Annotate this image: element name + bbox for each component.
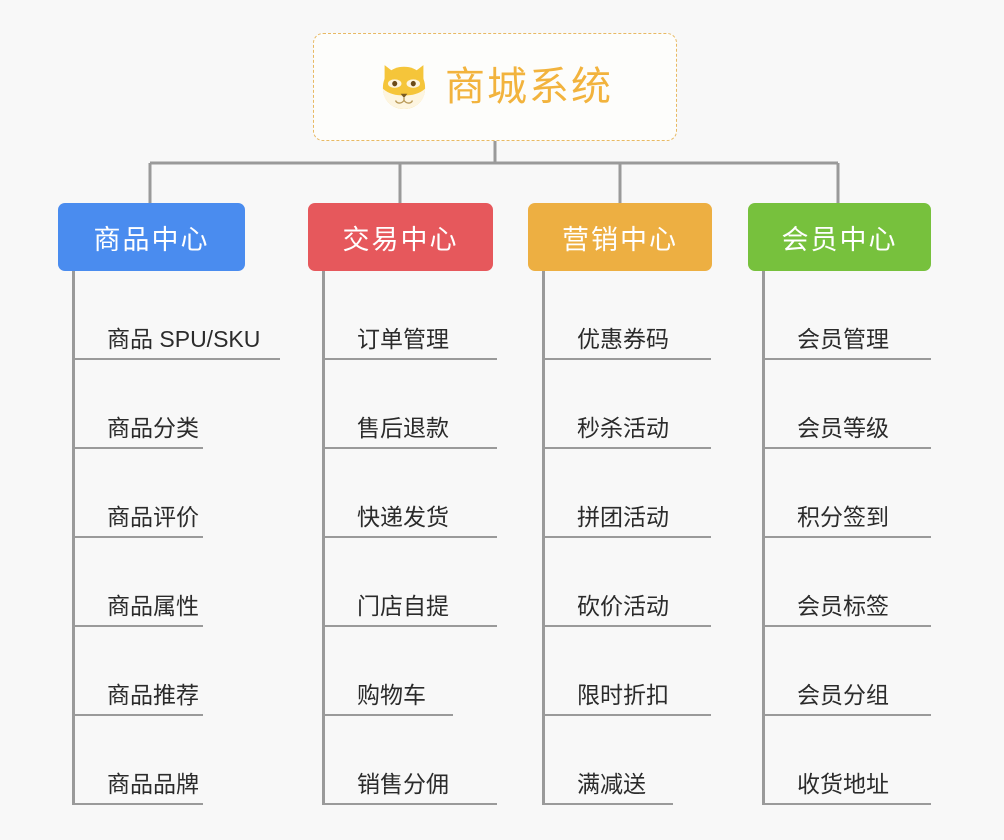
leaf-underline [765, 536, 931, 538]
leaf-underline [545, 803, 673, 805]
leaf-label: 商品评价 [107, 504, 199, 531]
leaf-underline [75, 447, 203, 449]
leaf-underline [545, 447, 711, 449]
leaf-underline [545, 358, 711, 360]
leaf-label: 优惠券码 [577, 326, 669, 353]
leaf-underline [325, 803, 497, 805]
root-node[interactable]: 商城系统 [313, 33, 677, 141]
leaf-label: 商品属性 [107, 593, 199, 620]
leaf-label: 拼团活动 [577, 504, 669, 531]
leaf-label: 限时折扣 [577, 682, 669, 709]
branch-header-label: 会员中心 [781, 224, 898, 255]
leaf-underline [765, 803, 931, 805]
leaf-item[interactable]: 商品评价 [75, 449, 278, 538]
leaf-list-product: 商品 SPU/SKU 商品分类 商品评价 商品属性 商品推荐 商品品牌 [72, 271, 280, 805]
leaf-label: 售后退款 [357, 415, 449, 442]
leaf-label: 快递发货 [357, 504, 449, 531]
leaf-list-trade: 订单管理 售后退款 快递发货 门店自提 购物车 销售分佣 [322, 271, 508, 805]
leaf-item[interactable]: 商品品牌 [75, 716, 278, 805]
leaf-underline [325, 358, 497, 360]
branch-header-member[interactable]: 会员中心 [748, 203, 931, 271]
leaf-underline [325, 714, 453, 716]
leaf-label: 秒杀活动 [577, 415, 669, 442]
leaf-underline [325, 536, 497, 538]
leaf-label: 会员分组 [797, 682, 889, 709]
branch-header-trade[interactable]: 交易中心 [308, 203, 493, 271]
branch-header-label: 交易中心 [342, 224, 459, 255]
leaf-item[interactable]: 秒杀活动 [545, 360, 728, 449]
shiba-dog-icon [382, 65, 426, 109]
leaf-underline [75, 803, 203, 805]
leaf-label: 砍价活动 [577, 593, 669, 620]
leaf-item[interactable]: 商品分类 [75, 360, 278, 449]
leaf-label: 门店自提 [357, 593, 449, 620]
leaf-underline [765, 714, 931, 716]
leaf-label: 销售分佣 [357, 771, 449, 798]
leaf-item[interactable]: 限时折扣 [545, 627, 728, 716]
leaf-item[interactable]: 购物车 [325, 627, 508, 716]
leaf-underline [75, 714, 203, 716]
branch-column-member: 会员中心 会员管理 会员等级 积分签到 会员标签 会员分组 [748, 203, 948, 805]
leaf-list-member: 会员管理 会员等级 积分签到 会员标签 会员分组 收货地址 [762, 271, 948, 805]
branch-column-marketing: 营销中心 优惠券码 秒杀活动 拼团活动 砍价活动 限时折扣 [528, 203, 728, 805]
leaf-underline [75, 536, 203, 538]
leaf-underline [325, 447, 497, 449]
leaf-label: 订单管理 [357, 326, 449, 353]
leaf-underline [765, 625, 931, 627]
leaf-label: 积分签到 [797, 504, 889, 531]
leaf-label: 商品推荐 [107, 682, 199, 709]
branch-header-marketing[interactable]: 营销中心 [528, 203, 712, 271]
leaf-item[interactable]: 商品 SPU/SKU [75, 271, 280, 360]
leaf-item[interactable]: 销售分佣 [325, 716, 508, 805]
leaf-label: 购物车 [357, 682, 426, 709]
branch-header-label: 商品中心 [93, 224, 210, 255]
leaf-underline [765, 447, 931, 449]
leaf-item[interactable]: 门店自提 [325, 538, 508, 627]
leaf-item[interactable]: 商品属性 [75, 538, 278, 627]
branch-header-product[interactable]: 商品中心 [58, 203, 245, 271]
leaf-label: 满减送 [577, 771, 646, 798]
leaf-item[interactable]: 积分签到 [765, 449, 948, 538]
leaf-label: 会员等级 [797, 415, 889, 442]
leaf-item[interactable]: 售后退款 [325, 360, 508, 449]
leaf-item[interactable]: 收货地址 [765, 716, 948, 805]
leaf-underline [765, 358, 931, 360]
branch-column-trade: 交易中心 订单管理 售后退款 快递发货 门店自提 购物车 [308, 203, 508, 805]
leaf-item[interactable]: 会员管理 [765, 271, 948, 360]
leaf-underline [545, 625, 711, 627]
leaf-item[interactable]: 会员标签 [765, 538, 948, 627]
leaf-underline [75, 358, 280, 360]
branch-column-product: 商品中心 商品 SPU/SKU 商品分类 商品评价 商品属性 商品推荐 [58, 203, 280, 805]
root-title: 商城系统 [445, 65, 613, 109]
branch-header-label: 营销中心 [562, 224, 678, 255]
leaf-item[interactable]: 砍价活动 [545, 538, 728, 627]
leaf-label: 商品 SPU/SKU [107, 326, 261, 353]
leaf-item[interactable]: 订单管理 [325, 271, 508, 360]
leaf-label: 会员标签 [797, 593, 889, 620]
leaf-underline [545, 714, 711, 716]
leaf-item[interactable]: 满减送 [545, 716, 728, 805]
leaf-underline [75, 625, 203, 627]
leaf-item[interactable]: 快递发货 [325, 449, 508, 538]
leaf-item[interactable]: 拼团活动 [545, 449, 728, 538]
leaf-item[interactable]: 商品推荐 [75, 627, 278, 716]
leaf-underline [325, 625, 497, 627]
leaf-item[interactable]: 会员分组 [765, 627, 948, 716]
leaf-label: 会员管理 [797, 326, 889, 353]
leaf-underline [545, 536, 711, 538]
leaf-item[interactable]: 会员等级 [765, 360, 948, 449]
leaf-list-marketing: 优惠券码 秒杀活动 拼团活动 砍价活动 限时折扣 满减送 [542, 271, 728, 805]
leaf-label: 商品分类 [107, 415, 199, 442]
leaf-item[interactable]: 优惠券码 [545, 271, 728, 360]
leaf-label: 商品品牌 [107, 771, 199, 798]
leaf-label: 收货地址 [797, 771, 889, 798]
